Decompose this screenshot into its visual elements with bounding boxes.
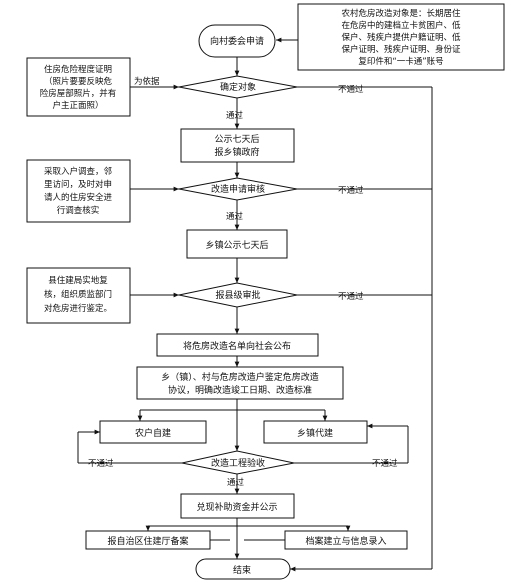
survey-note-line-4: 行调查核实 xyxy=(57,205,100,216)
fail-label-4: 不通过 xyxy=(88,458,114,469)
pass-label-3: 通过 xyxy=(227,477,245,488)
decision-confirm: 确定对象 xyxy=(178,75,298,99)
process-agreement: 乡（镇）、村与危房改造户鉴定危房改造 协议，明确改造竣工日期、改造标准 xyxy=(136,366,344,400)
survey-note-line-1: 采取入户调查，邻 xyxy=(44,166,113,177)
county-note: 县住建局实地复 核，组织质监部门 对危房进行鉴定。 xyxy=(26,267,131,324)
process-town-publicize: 乡镇公示七天后 xyxy=(186,229,288,259)
process-town-build: 乡镇代建 xyxy=(263,420,368,444)
pass-label-2: 通过 xyxy=(226,211,244,222)
end-label: 结束 xyxy=(233,564,251,576)
evidence-note-line-3: 险房屋部照片，并有 xyxy=(40,88,117,99)
announce-label: 将危房改造名单向社会公布 xyxy=(183,340,291,352)
decision-confirm-label: 确定对象 xyxy=(220,81,256,93)
as-basis-label: 为依据 xyxy=(134,76,160,87)
evidence-note-line-4: 户主正面照） xyxy=(52,100,103,111)
county-note-line-2: 核，组织质监部门 xyxy=(44,289,112,300)
target-note-line-2: 在危房中的建档立卡贫困户、低 xyxy=(341,20,461,31)
evidence-note-line-1: 住房危险程度证明 xyxy=(44,64,112,75)
decision-county-label: 报县级审批 xyxy=(215,289,260,301)
process-record: 报自治区住建厅备案 xyxy=(85,530,211,550)
target-note-line-4: 保户证明、残疾户证明、身份证 xyxy=(341,44,461,55)
fail-label-1: 不通过 xyxy=(338,84,364,95)
publicize-line-1: 公示七天后 xyxy=(214,134,259,145)
process-archive: 档案建立与信息录入 xyxy=(284,530,408,550)
county-note-line-1: 县住建局实地复 xyxy=(48,275,108,286)
process-subsidy: 兑现补助资金并公示 xyxy=(180,493,295,519)
archive-label: 档案建立与信息录入 xyxy=(305,535,386,547)
process-self-build: 农户自建 xyxy=(99,420,207,444)
record-label: 报自治区住建厅备案 xyxy=(107,535,188,547)
decision-review: 改造申请审核 xyxy=(178,177,298,201)
evidence-note-line-2: （照片要要反映危 xyxy=(44,76,113,87)
target-note: 农村危房改造对象是：长期居住 在危房中的建档立卡贫困户、低 保户、残疾户提供户籍… xyxy=(297,3,505,71)
start-terminal: 向村委会申请 xyxy=(198,24,276,58)
survey-note-line-2: 里访问，及时对申 xyxy=(44,179,112,190)
decision-county: 报县级审批 xyxy=(178,282,298,308)
publicize-line-2: 报乡镇政府 xyxy=(214,146,259,158)
process-publicize: 公示七天后 报乡镇政府 xyxy=(180,128,295,163)
decision-review-label: 改造申请审核 xyxy=(211,183,265,195)
fail-label-2: 不通过 xyxy=(338,185,364,196)
target-note-line-1: 农村危房改造对象是：长期居住 xyxy=(341,8,461,19)
fail-label-3: 不通过 xyxy=(338,291,364,302)
pass-label-1: 通过 xyxy=(226,110,244,121)
agreement-line-2: 协议，明确改造竣工日期、改造标准 xyxy=(168,384,312,396)
target-note-line-5: 复印件和“一卡通”账号 xyxy=(358,56,443,67)
agreement-line-1: 乡（镇）、村与危房改造户鉴定危房改造 xyxy=(161,371,319,383)
county-note-line-3: 对危房进行鉴定。 xyxy=(44,303,112,314)
subsidy-label: 兑现补助资金并公示 xyxy=(196,501,277,513)
decision-inspect: 改造工程验收 xyxy=(181,450,295,475)
survey-note-line-3: 请人的住房安全进 xyxy=(44,192,113,203)
town-build-label: 乡镇代建 xyxy=(297,427,333,439)
end-terminal: 结束 xyxy=(195,558,291,580)
town-publicize-label: 乡镇公示七天后 xyxy=(205,239,268,251)
connectors xyxy=(77,37,433,572)
evidence-note: 住房危险程度证明 （照片要要反映危 险房屋部照片，并有 户主正面照） xyxy=(26,57,131,117)
start-label: 向村委会申请 xyxy=(210,35,264,47)
decision-inspect-label: 改造工程验收 xyxy=(211,457,265,469)
fail-label-5: 不通过 xyxy=(372,458,398,469)
survey-note: 采取入户调查，邻 里访问，及时对申 请人的住房安全进 行调查核实 xyxy=(26,159,131,223)
target-note-line-3: 保户、残疾户提供户籍证明、低 xyxy=(341,32,461,43)
process-announce: 将危房改造名单向社会公布 xyxy=(156,333,319,357)
self-build-label: 农户自建 xyxy=(135,427,171,439)
